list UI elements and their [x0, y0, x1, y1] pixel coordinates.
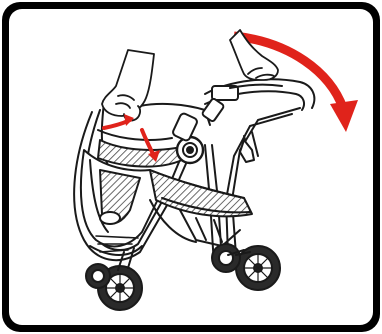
- front-wheel-right: [86, 264, 110, 288]
- rear-wheel-left: [212, 244, 240, 272]
- inner-panel: [9, 9, 373, 325]
